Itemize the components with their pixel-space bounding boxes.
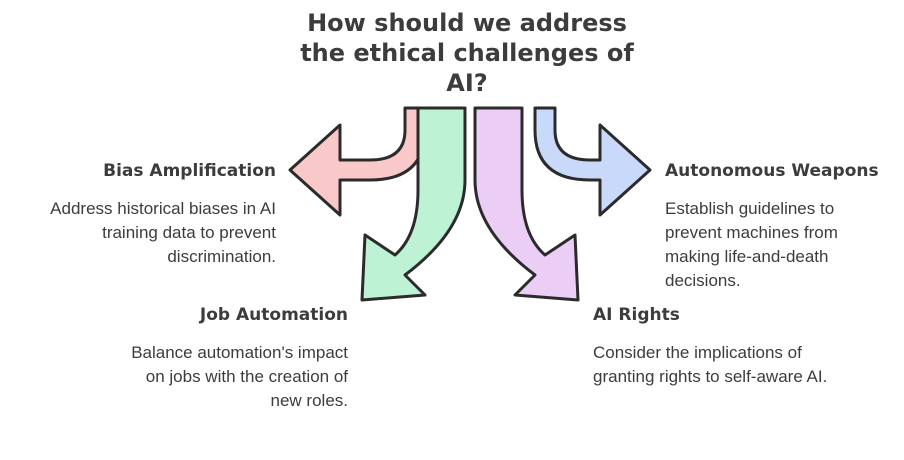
bias-arrow — [288, 106, 427, 217]
weapons-description: Establish guidelines to prevent machines… — [665, 199, 838, 290]
job-arrow — [360, 106, 467, 302]
bias-heading: Bias Amplification — [103, 161, 276, 181]
rights-description: Consider the implications of granting ri… — [593, 343, 828, 386]
weapons-heading: Autonomous Weapons — [665, 161, 879, 181]
bias-description: Address historical biases in AI training… — [50, 199, 276, 266]
diagram-title: How should we address the ethical challe… — [300, 9, 634, 97]
job-heading: Job Automation — [199, 305, 348, 325]
job-description: Balance automation's impact on jobs with… — [131, 343, 348, 410]
rights-arrow — [473, 106, 580, 302]
rights-heading: AI Rights — [593, 305, 680, 325]
weapons-arrow — [533, 106, 652, 217]
